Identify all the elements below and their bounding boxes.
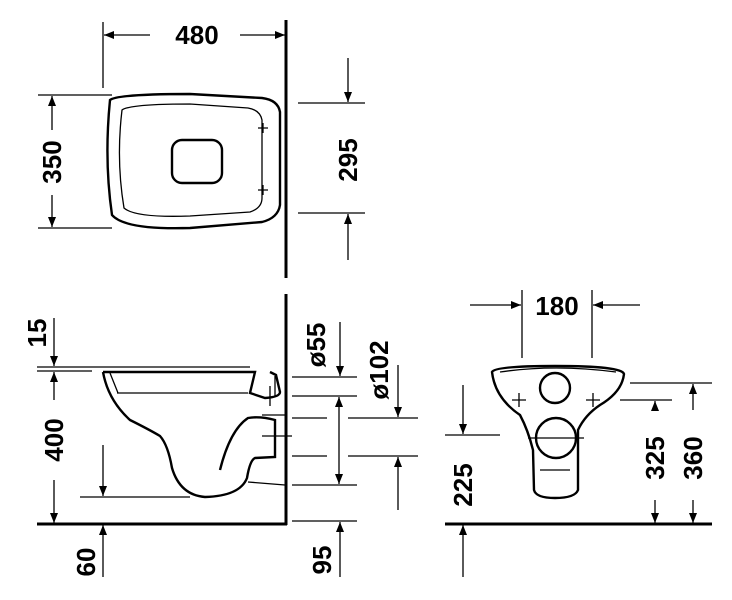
dim-rim-offset: 15 (22, 319, 52, 348)
side-view: 15 400 60 ø55 ø102 95 (22, 294, 418, 577)
dim-outlet-height: 225 (448, 463, 478, 506)
seat-outline (106, 92, 282, 230)
dim-floor-gap-left: 60 (71, 548, 101, 577)
seat-opening (170, 138, 224, 185)
dim-outlet-diameter: ø55 (301, 323, 331, 368)
top-view: 480 350 295 (37, 20, 365, 278)
dim-fixing-distance: 295 (333, 138, 363, 181)
front-view: 180 225 325 360 (445, 290, 712, 577)
dim-width: 480 (175, 20, 218, 50)
dim-fixing-height-low: 325 (640, 436, 670, 479)
dim-inlet-diameter: ø102 (364, 340, 394, 399)
dim-depth: 350 (37, 140, 67, 183)
dim-fixing-height-high: 360 (678, 436, 708, 479)
dim-height: 400 (39, 418, 69, 461)
dim-floor-gap-right: 95 (307, 546, 337, 575)
dim-outlet-width: 180 (535, 291, 578, 321)
bowl-outline (101, 370, 282, 499)
bowl-front-outline (490, 364, 626, 500)
